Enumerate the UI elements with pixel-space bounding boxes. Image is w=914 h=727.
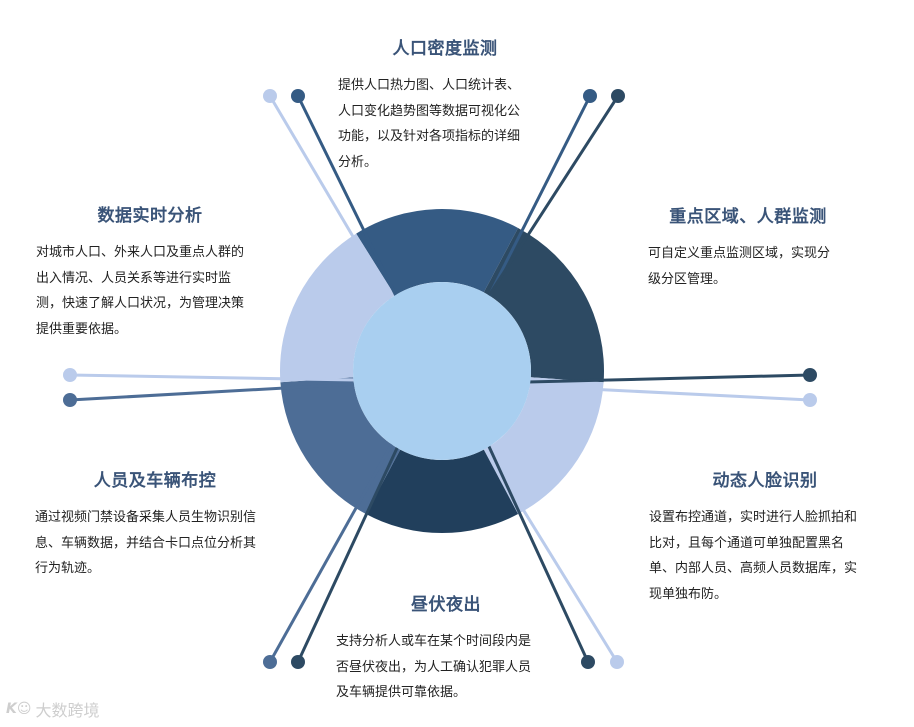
block-title: 人员及车辆布控 [93,471,217,491]
block-desc: 支持分析人或车在某个时间段内是 否昼伏夜出，为人工确认犯罪人员 及车辆提供可靠依… [336,634,532,700]
block-desc: 对城市人口、外来人口及重点人群的 出入情况、人员关系等进行实时监 测，快速了解人… [36,245,245,337]
segment-density [356,209,519,296]
segment-night [365,449,519,533]
spoke-end-dot [583,89,597,103]
spoke-line [268,439,396,663]
block-title: 重点区域、人群监测 [669,207,827,227]
spoke-end-dot [263,89,277,103]
spoke-end-dot [291,655,305,669]
spoke-line [484,439,590,663]
segment-face [483,377,604,515]
block-title: 人口密度监测 [392,39,498,59]
spoke-line [268,95,396,307]
block-key-area-monitoring: 重点区域、人群监测 可自定义重点监测区域，实现分 级分区管理。 [648,202,848,292]
spoke-line [69,373,357,382]
spoke-end-dot [263,655,277,669]
spoke-end-dot [610,655,624,669]
spoke-line [527,384,811,402]
segment-key-area [483,227,604,383]
spoke-line [527,373,811,384]
block-face-recognition: 动态人脸识别 设置布控通道，实时进行人脸抓拍和 比对，且每个通道可单独配置黑名 … [649,466,881,607]
block-title: 昼伏夜出 [411,595,481,615]
spoke-end-dot [611,89,625,103]
block-desc: 可自定义重点监测区域，实现分 级分区管理。 [648,246,831,287]
block-desc: 通过视频门禁设备采集人员生物识别信 息、车辆数据，并结合卡口点位分析其 行为轨迹… [35,510,257,576]
spoke-line [484,95,620,301]
block-population-density: 人口密度监测 提供人口热力图、人口统计表、 人口变化趋势图等数据可视化公 功能，… [338,34,552,175]
watermark-text: 大数跨境 [35,701,100,720]
spoke-line [482,95,592,307]
spoke-line [296,445,400,663]
spoke-lines [63,89,817,669]
spoke-end-dot [63,393,77,407]
spoke-end-dot [803,368,817,382]
block-title: 数据实时分析 [97,206,203,226]
block-vehicle-control: 人员及车辆布控 通过视频门禁设备采集人员生物识别信 息、车辆数据，并结合卡口点位… [35,466,275,582]
spoke-end-dot [803,393,817,407]
block-realtime-analysis: 数据实时分析 对城市人口、外来人口及重点人群的 出入情况、人员关系等进行实时监 … [36,201,264,342]
block-desc: 提供人口热力图、人口统计表、 人口变化趋势图等数据可视化公 功能，以及针对各项指… [338,78,521,170]
block-desc: 设置布控通道，实时进行人脸抓拍和 比对，且每个通道可单独配置黑名 单、内部人员、… [649,510,858,602]
block-title: 动态人脸识别 [712,471,818,491]
watermark-logo-icon: K☺ [6,701,32,717]
spoke-line [69,382,357,402]
spoke-line [296,95,400,301]
spoke-end-dot [291,89,305,103]
spoke-end-dot [581,655,595,669]
center-hub [353,282,531,460]
block-day-night: 昼伏夜出 支持分析人或车在某个时间段内是 否昼伏夜出，为人工确认犯罪人员 及车辆… [336,590,556,706]
segment-realtime [280,233,395,383]
spoke-end-dot [63,368,77,382]
watermark: K☺ 大数跨境 [6,697,99,721]
